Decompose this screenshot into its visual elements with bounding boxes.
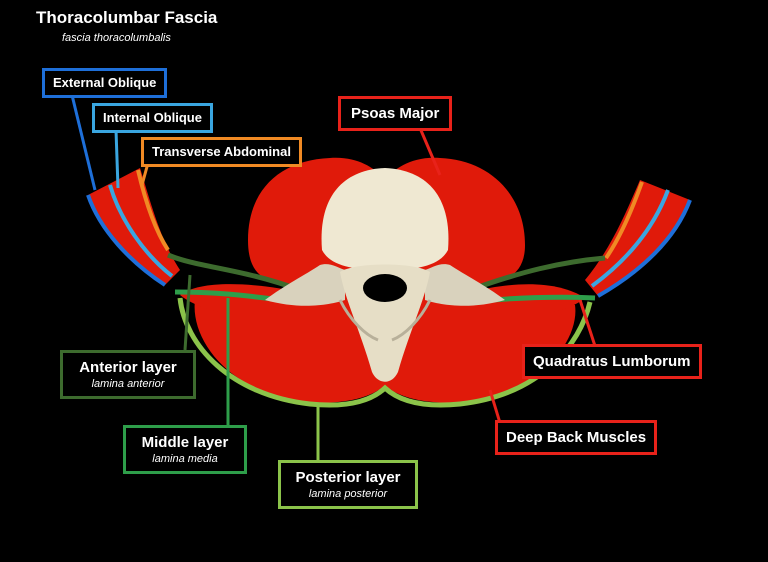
connector-lines [70, 94, 597, 462]
connector-external-oblique [70, 94, 97, 191]
quadratus-lumborum-right [470, 284, 585, 318]
lumbar-vertebra [265, 168, 505, 382]
external-oblique-right [597, 199, 692, 298]
label-posterior-layer: Posterior layer lamina posterior [278, 460, 418, 509]
label-posterior-layer-text: Posterior layer [295, 469, 401, 486]
label-quadratus-lumborum-text: Quadratus Lumborum [533, 353, 691, 370]
label-anterior-layer-latin: lamina anterior [91, 378, 165, 390]
label-anterior-layer: Anterior layer lamina anterior [60, 350, 196, 399]
label-psoas-major: Psoas Major [338, 96, 453, 131]
internal-oblique-left [108, 184, 174, 278]
label-psoas-major-text: Psoas Major [351, 105, 440, 122]
label-internal-oblique: Internal Oblique [92, 103, 213, 133]
right-abdominal-wall [585, 180, 690, 296]
label-middle-layer-text: Middle layer [141, 434, 229, 451]
label-internal-oblique-text: Internal Oblique [103, 110, 202, 125]
external-oblique-left [86, 194, 167, 287]
label-transverse-abdominal-text: Transverse Abdominal [152, 144, 291, 159]
connector-deep-back-muscles [488, 389, 502, 424]
label-middle-layer: Middle layer lamina media [123, 425, 247, 474]
connector-psoas-major [418, 127, 442, 176]
label-quadratus-lumborum: Quadratus Lumborum [522, 344, 702, 379]
label-deep-back-muscles-text: Deep Back Muscles [506, 429, 647, 446]
internal-oblique-right [590, 189, 670, 288]
diagram-subtitle: fascia thoracolumbalis [62, 32, 171, 44]
connector-internal-oblique [114, 129, 120, 189]
label-deep-back-muscles: Deep Back Muscles [495, 420, 658, 455]
connector-anterior-layer [183, 274, 192, 351]
anterior-layer-fascia [167, 252, 606, 293]
connector-quadratus-lumborum [578, 299, 597, 347]
transverse-abdominal-left [136, 169, 170, 252]
diagram-title: Thoracolumbar Fascia [36, 8, 218, 27]
label-transverse-abdominal: Transverse Abdominal [141, 137, 302, 167]
label-external-oblique: External Oblique [42, 68, 168, 98]
label-posterior-layer-latin: lamina posterior [308, 488, 388, 500]
transverse-abdominal-right [604, 181, 644, 260]
left-abdominal-wall [88, 168, 180, 285]
label-middle-layer-latin: lamina media [152, 453, 218, 465]
label-anterior-layer-text: Anterior layer [79, 359, 177, 376]
label-external-oblique-text: External Oblique [53, 75, 157, 90]
